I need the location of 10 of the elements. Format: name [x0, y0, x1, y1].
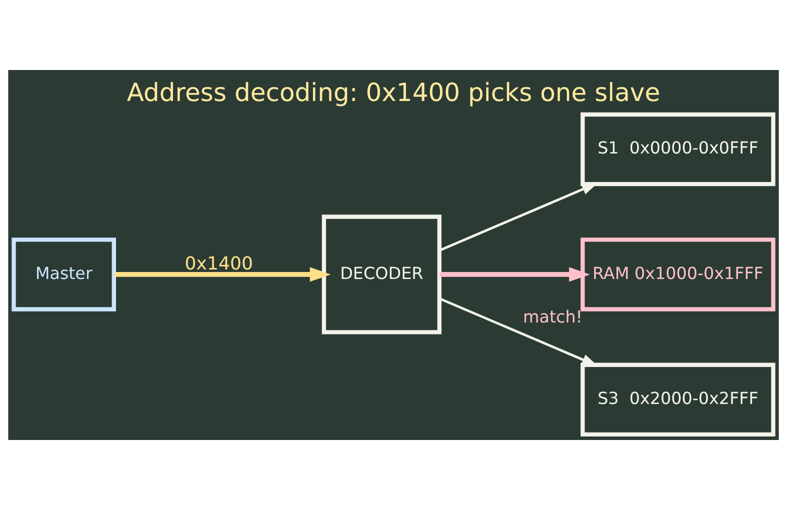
node-box: DECODER	[322, 214, 442, 334]
node-box: RAM 0x1000-0x1FFF	[580, 238, 776, 312]
arrow	[114, 267, 331, 282]
node-label: match!	[523, 308, 582, 327]
node-box: Master	[12, 238, 116, 312]
node-box: S3 0x2000-0x2FFF	[580, 362, 776, 437]
edge-label: 0x1400	[184, 253, 254, 274]
arrow	[440, 267, 590, 282]
diagram-title: Address decoding: 0x1400 picks one slave	[126, 78, 660, 108]
node-box: S1 0x0000-0x0FFF	[580, 112, 776, 186]
